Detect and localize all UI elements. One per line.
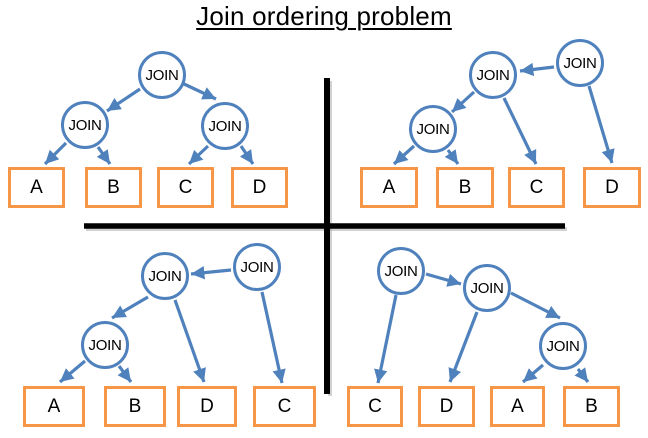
- arrow-connector: [444, 149, 460, 165]
- leaf-node: A: [23, 386, 85, 427]
- arrow-connector: [173, 299, 206, 383]
- page-title: Join ordering problem: [0, 1, 648, 32]
- arrow-connector: [111, 295, 149, 320]
- join-node: JOIN: [61, 101, 109, 149]
- arrow-connector: [117, 365, 133, 383]
- join-node: JOIN: [201, 102, 249, 150]
- join-node: JOIN: [409, 105, 457, 153]
- arrow-connector: [450, 90, 476, 114]
- arrow-connector: [425, 272, 462, 287]
- page-title-text: Join ordering problem: [196, 1, 452, 31]
- leaf-node: C: [347, 386, 403, 427]
- leaf-node: B: [104, 386, 166, 427]
- arrow-connector: [187, 144, 210, 166]
- leaf-node: B: [85, 167, 142, 208]
- leaf-node: D: [177, 386, 237, 427]
- leaf-node: B: [436, 167, 494, 208]
- join-node: JOIN: [469, 51, 517, 99]
- arrow-connector: [519, 62, 555, 77]
- arrow-connector: [574, 367, 590, 383]
- leaf-node: D: [231, 167, 288, 208]
- arrow-connector: [58, 359, 87, 384]
- arrow-connector: [521, 363, 545, 384]
- join-node: JOIN: [377, 247, 425, 295]
- arrow-connector: [448, 311, 479, 383]
- arrow-connector: [190, 265, 232, 280]
- arrow-connector: [502, 97, 538, 165]
- join-node: JOIN: [539, 322, 587, 370]
- arrow-connector: [374, 294, 398, 384]
- leaf-node: A: [490, 386, 545, 427]
- leaf-node: D: [418, 386, 475, 427]
- join-node: JOIN: [138, 51, 186, 99]
- leaf-node: B: [563, 386, 620, 427]
- join-node: JOIN: [141, 252, 189, 300]
- arrow-connector: [587, 85, 615, 164]
- leaf-node: C: [157, 167, 214, 208]
- join-node: JOIN: [556, 39, 604, 87]
- join-node: JOIN: [81, 321, 129, 369]
- leaf-node: D: [583, 167, 641, 208]
- join-node: JOIN: [233, 243, 281, 291]
- arrow-connector: [239, 145, 255, 165]
- leaf-node: C: [508, 167, 565, 208]
- arrow-connector: [96, 146, 112, 165]
- arrow-connector: [106, 87, 141, 113]
- join-node: JOIN: [463, 264, 511, 312]
- arrow-connector: [183, 82, 217, 101]
- arrow-connector: [392, 144, 416, 166]
- arrow-connector: [510, 291, 561, 320]
- leaf-node: A: [8, 167, 65, 208]
- arrow-connector: [260, 291, 286, 384]
- leaf-node: A: [360, 167, 418, 208]
- leaf-node: C: [253, 386, 316, 427]
- arrow-connector: [43, 141, 68, 166]
